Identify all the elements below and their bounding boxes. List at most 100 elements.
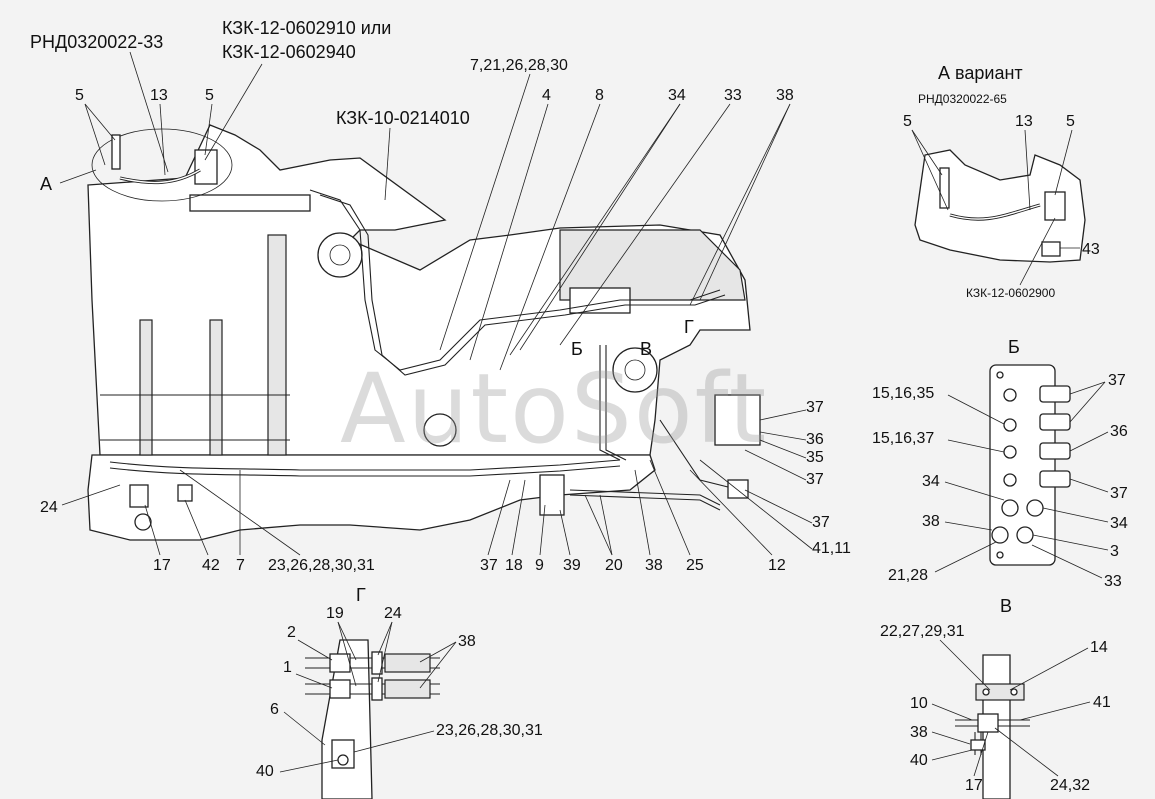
callout-34: 34 (668, 87, 686, 104)
v-callout-10: 10 (910, 695, 928, 712)
b-callout-36: 36 (1110, 423, 1128, 440)
section-marker-v: В (640, 339, 652, 359)
g-callout-2: 2 (287, 624, 296, 641)
av-coupling-5-left (939, 167, 950, 209)
callout-7-bottom: 7 (236, 557, 245, 574)
panel-coupling-2 (1039, 413, 1071, 431)
watermark: AutoSoft (340, 353, 768, 465)
part-code-kzk-or-2: КЗК-12-0602940 (222, 42, 356, 62)
av-callout-5-right: 5 (1066, 113, 1075, 130)
bracket-17 (129, 484, 149, 508)
v-callout-40: 40 (910, 752, 928, 769)
a-variant-title: А вариант (938, 63, 1023, 83)
part-code-kzk-main: КЗК-10-0214010 (336, 108, 470, 128)
panel-port-5 (1001, 499, 1019, 517)
section-marker-b: Б (571, 339, 583, 359)
callout-13: 13 (150, 87, 168, 104)
frame-post-3 (267, 234, 287, 456)
callout-39: 39 (563, 557, 581, 574)
callout-38-top: 38 (776, 87, 794, 104)
v-callout-38: 38 (910, 724, 928, 741)
g-coupling-1 (329, 679, 351, 699)
callout-37-a: 37 (806, 399, 824, 416)
panel-coupling-4 (1039, 470, 1071, 488)
callout-37-b: 37 (806, 471, 824, 488)
coupling-5-left (111, 134, 121, 170)
section-marker-g: Г (684, 317, 694, 337)
part-code-kzk-variant: КЗК-12-0602900 (966, 286, 1055, 300)
v-callout-22-27-29-31: 22,27,29,31 (880, 623, 965, 640)
av-coupling-5-right (1044, 191, 1066, 221)
b-callout-33: 33 (1104, 573, 1122, 590)
b-callout-15-16-37: 15,16,37 (872, 430, 934, 447)
control-unit (714, 394, 761, 446)
g-hose-38-a (384, 653, 431, 673)
main-view: AutoSoft А Б В Г РНД0320022-33 КЗК-12-06… (30, 18, 851, 574)
av-bracket-43 (1041, 241, 1061, 257)
b-callout-34-right: 34 (1110, 515, 1128, 532)
b-view: Б 15,16,35 15,16,37 34 38 21,28 37 36 (872, 337, 1128, 590)
v-view: В 22,27,29,31 14 10 41 38 40 17 24,32 (880, 596, 1111, 799)
callout-41-11: 41,11 (812, 540, 851, 557)
frame-rail (87, 454, 656, 541)
v-view-title: В (1000, 596, 1012, 616)
g-callout-6: 6 (270, 701, 279, 718)
g-callout-24: 24 (384, 605, 402, 622)
callout-7-21-26-28-30: 7,21,26,28,30 (470, 57, 568, 74)
a-variant-view: А вариант РНД0320022-65 5 13 5 43 КЗК-12… (903, 63, 1100, 300)
b-callout-34-left: 34 (922, 473, 940, 490)
callout-8: 8 (595, 87, 604, 104)
part-code-rnd-main: РНД0320022-33 (30, 32, 163, 52)
callout-33: 33 (724, 87, 742, 104)
callout-36: 36 (806, 431, 824, 448)
callout-18: 18 (505, 557, 523, 574)
part-code-rnd-variant: РНД0320022-65 (918, 92, 1007, 106)
g-callout-38: 38 (458, 633, 476, 650)
panel-port-1 (1003, 388, 1017, 402)
frame-post-2 (209, 319, 223, 456)
a-variant-body (914, 149, 1086, 263)
callout-23-26-28-30-31: 23,26,28,30,31 (268, 557, 375, 574)
filter-9 (539, 474, 565, 516)
callout-5-left: 5 (75, 87, 84, 104)
g-hose-38-b (384, 679, 431, 699)
panel-coupling-1 (1039, 385, 1071, 403)
panel-port-3 (1003, 445, 1017, 459)
wheel-upper (317, 232, 363, 278)
v-callout-41: 41 (1093, 694, 1111, 711)
frame-post-1 (139, 319, 153, 456)
b-callout-15-16-35: 15,16,35 (872, 385, 934, 402)
coupling-5-right (194, 149, 218, 185)
g-coupling-2 (329, 653, 351, 673)
panel-coupling-3 (1039, 442, 1071, 460)
v-callout-17: 17 (965, 777, 983, 794)
bracket-42 (177, 484, 193, 502)
part-code-kzk-or-1: КЗК-12-0602910 или (222, 18, 391, 38)
av-callout-5-left: 5 (903, 113, 912, 130)
callout-12: 12 (768, 557, 786, 574)
panel-port-7 (1016, 526, 1034, 544)
callout-35: 35 (806, 449, 824, 466)
callout-38-bottom: 38 (645, 557, 663, 574)
callout-20: 20 (605, 557, 623, 574)
g-view: Г 19 24 2 38 1 6 23,26,28,30,31 40 (256, 585, 543, 799)
b-callout-3: 3 (1110, 543, 1119, 560)
v-callout-14: 14 (1090, 639, 1108, 656)
callout-37-c: 37 (812, 514, 830, 531)
v-tee-fitting (977, 713, 999, 733)
panel-port-4 (1003, 473, 1017, 487)
g-view-title: Г (356, 585, 366, 605)
valve-12 (727, 479, 749, 499)
g-callout-23-26-28-30-31: 23,26,28,30,31 (436, 722, 543, 739)
callout-24: 24 (40, 499, 58, 516)
callout-25: 25 (686, 557, 704, 574)
b-callout-21-28: 21,28 (888, 567, 928, 584)
callout-17: 17 (153, 557, 171, 574)
fitting-17 (134, 513, 152, 531)
callout-37-bottom: 37 (480, 557, 498, 574)
panel-port-6 (991, 526, 1009, 544)
panel-port-8 (1026, 499, 1044, 517)
b-callout-37-mid: 37 (1110, 485, 1128, 502)
